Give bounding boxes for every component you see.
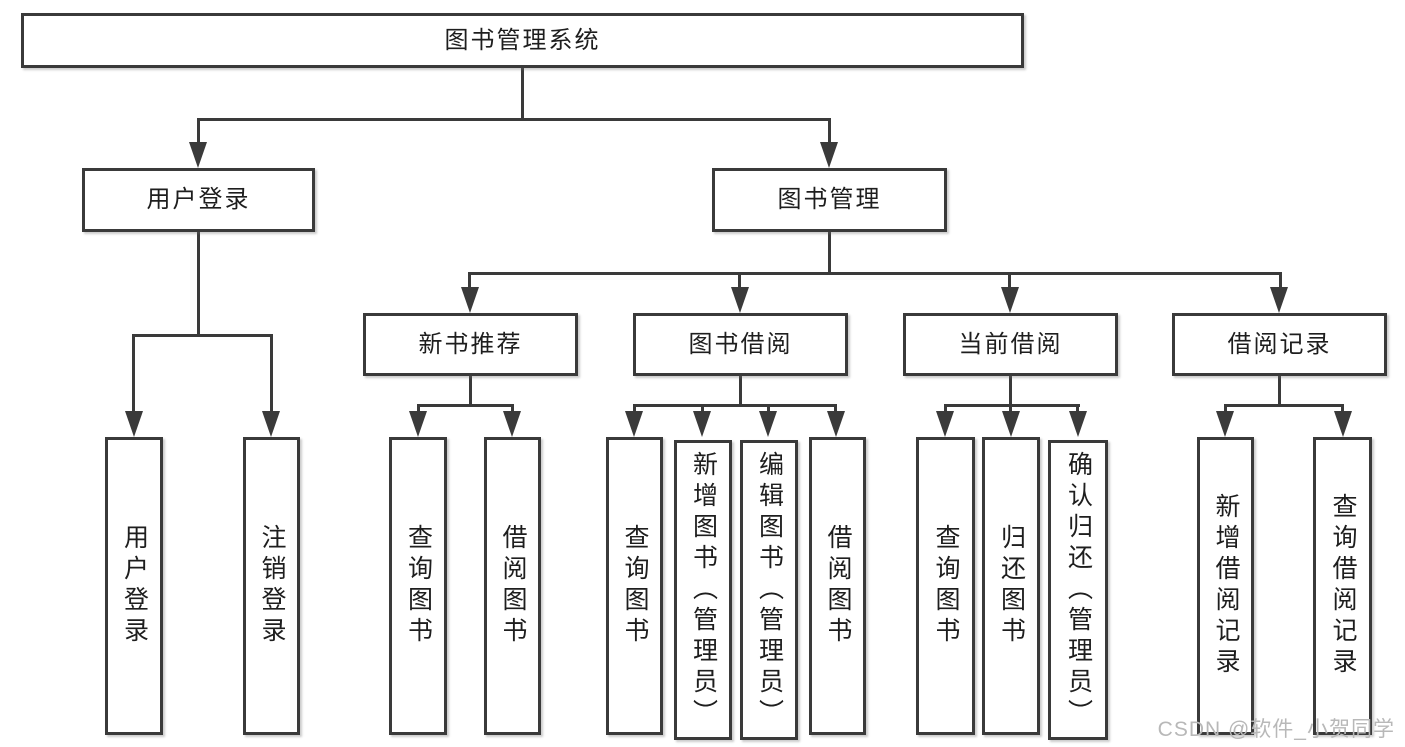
arrow-down-icon — [1216, 411, 1234, 437]
connector-line — [132, 334, 135, 412]
connector-line — [417, 404, 514, 407]
leaf-nbr-query-books: 查询图书 — [389, 437, 447, 735]
connector-line — [521, 68, 524, 120]
node-root: 图书管理系统 — [21, 13, 1024, 68]
connector-line — [511, 404, 514, 413]
connector-line — [633, 404, 636, 413]
connector-line — [1341, 404, 1344, 413]
leaf-bb-add-books-admin: 新增图书（管理员） — [674, 440, 732, 740]
connector-line — [834, 404, 837, 413]
connector-line — [132, 334, 272, 337]
arrow-down-icon — [1002, 411, 1020, 437]
arrow-down-icon — [262, 411, 280, 437]
connector-line — [1224, 404, 1227, 413]
leaf-bb-query-books: 查询图书 — [606, 437, 663, 735]
connector-line — [1009, 404, 1012, 413]
node-borrow-record: 借阅记录 — [1172, 313, 1387, 376]
connector-line — [701, 404, 704, 413]
leaf-logout: 注销登录 — [243, 437, 300, 735]
connector-line — [739, 376, 742, 407]
connector-line — [767, 404, 770, 413]
arrow-down-icon — [409, 411, 427, 437]
connector-line — [828, 232, 831, 275]
arrow-down-icon — [503, 411, 521, 437]
arrow-down-icon — [731, 287, 749, 313]
connector-line — [944, 404, 947, 413]
leaf-bb-borrow-books: 借阅图书 — [809, 437, 866, 735]
connector-line — [417, 404, 420, 413]
node-book-management: 图书管理 — [712, 168, 947, 232]
arrow-down-icon — [1001, 287, 1019, 313]
connector-line — [197, 232, 200, 336]
connector-line — [1278, 376, 1281, 407]
connector-line — [270, 334, 273, 412]
leaf-user-login: 用户登录 — [105, 437, 163, 735]
connector-line — [468, 272, 1282, 275]
node-user-login: 用户登录 — [82, 168, 315, 232]
arrow-down-icon — [625, 411, 643, 437]
connector-line — [633, 404, 837, 407]
connector-line — [738, 272, 741, 289]
leaf-nbr-borrow-books: 借阅图书 — [484, 437, 541, 735]
arrow-down-icon — [1334, 411, 1352, 437]
leaf-br-add-record: 新增借阅记录 — [1197, 437, 1254, 735]
leaf-br-query-record: 查询借阅记录 — [1313, 437, 1372, 735]
connector-line — [944, 404, 1080, 407]
connector-line — [197, 118, 200, 144]
connector-line — [1279, 272, 1282, 289]
connector-line — [1076, 404, 1079, 413]
arrow-down-icon — [1069, 411, 1087, 437]
connector-line — [197, 118, 831, 121]
connector-line — [1009, 376, 1012, 407]
arrow-down-icon — [461, 287, 479, 313]
leaf-bb-edit-books-admin: 编辑图书（管理员） — [740, 440, 798, 740]
node-current-borrow: 当前借阅 — [903, 313, 1118, 376]
leaf-cb-return-books: 归还图书 — [982, 437, 1040, 735]
connector-line — [1008, 272, 1011, 289]
arrow-down-icon — [693, 411, 711, 437]
csdn-watermark: CSDN @软件_小贺同学 — [1157, 718, 1395, 741]
arrow-down-icon — [1270, 287, 1288, 313]
connector-line — [468, 272, 471, 289]
arrow-down-icon — [936, 411, 954, 437]
arrow-down-icon — [125, 411, 143, 437]
arrow-down-icon — [189, 142, 207, 168]
connector-line — [828, 118, 831, 144]
arrow-down-icon — [827, 411, 845, 437]
node-new-book-recommend: 新书推荐 — [363, 313, 578, 376]
connector-line — [469, 376, 472, 407]
leaf-cb-confirm-return-admin: 确认归还（管理员） — [1048, 440, 1108, 740]
node-book-borrow: 图书借阅 — [633, 313, 848, 376]
arrow-down-icon — [759, 411, 777, 437]
connector-line — [1224, 404, 1344, 407]
arrow-down-icon — [820, 142, 838, 168]
leaf-cb-query-books: 查询图书 — [916, 437, 975, 735]
